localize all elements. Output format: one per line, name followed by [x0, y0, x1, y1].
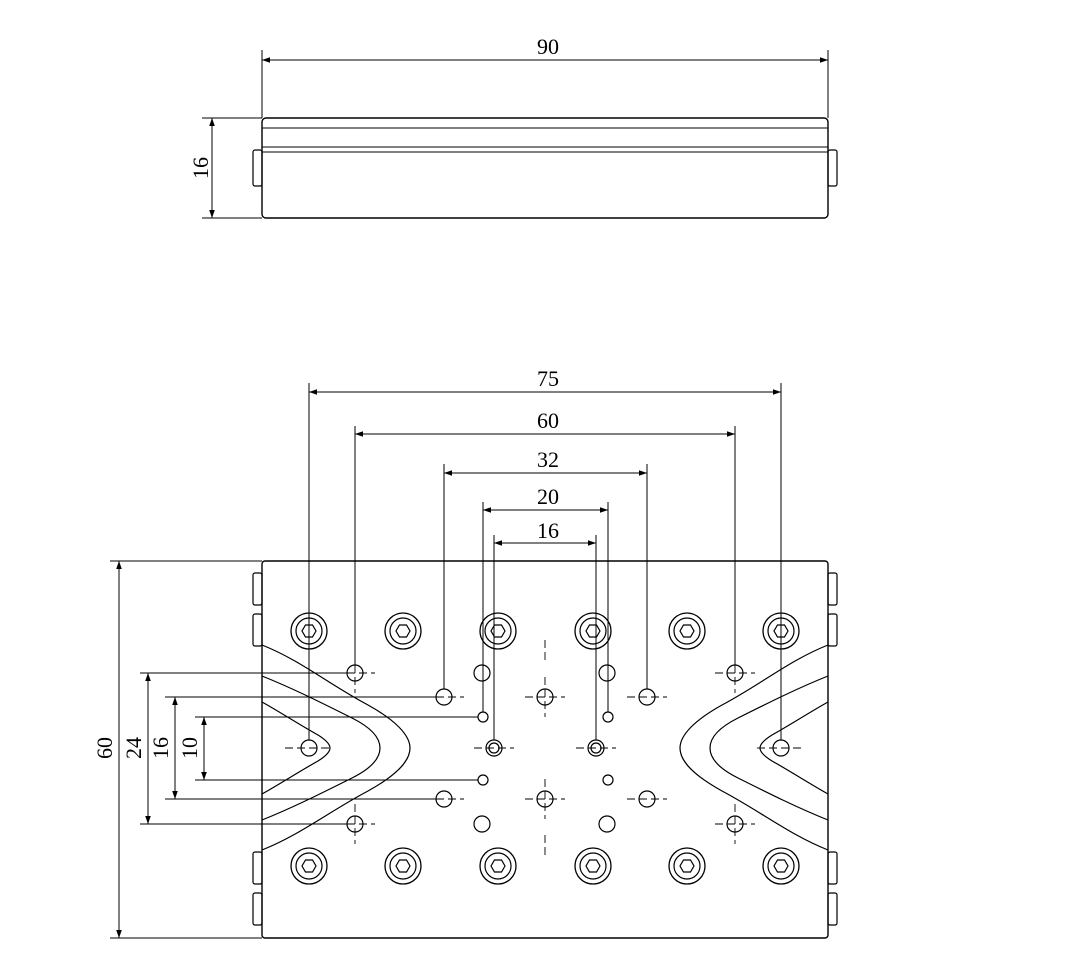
extension-lines: [308, 383, 782, 740]
screw-top-4: [574, 612, 612, 650]
dim-label-16-top: 16: [188, 157, 213, 179]
dim-label-32: 32: [537, 447, 559, 472]
dim-label-60-h: 60: [537, 408, 559, 433]
dim-label-20: 20: [537, 484, 559, 509]
tab-left-2: [252, 613, 263, 647]
right-groove-outer: [679, 644, 829, 851]
left-groove-outer: [261, 644, 411, 851]
top-left-tab: [252, 149, 263, 187]
dim-label-75: 75: [537, 366, 559, 391]
tab-right-4: [827, 892, 838, 926]
front-view-plate: [261, 560, 829, 939]
top-view-body: [261, 117, 829, 219]
dim-label-10: 10: [177, 737, 202, 759]
tab-right-1: [827, 572, 838, 606]
screw-top-2: [384, 612, 422, 650]
dim-label-90: 90: [537, 34, 559, 59]
dim-label-16-v: 16: [148, 737, 173, 759]
screw-bottom-6: [762, 847, 800, 885]
tab-right-2: [827, 613, 838, 647]
vertical-extension-lines: [110, 560, 478, 939]
dim-label-60-v: 60: [92, 737, 117, 759]
screw-bottom-5: [668, 847, 706, 885]
screw-top-3: [479, 612, 517, 650]
tab-left-3: [252, 851, 263, 885]
screw-bottom-3: [479, 847, 517, 885]
dim-label-24: 24: [121, 737, 146, 759]
top-right-tab: [827, 149, 838, 187]
left-groove-inner: [261, 675, 381, 821]
screw-bottom-1: [290, 847, 328, 885]
screw-top-5: [668, 612, 706, 650]
front-view: 75 60 32 20 16 60 24 16 10: [92, 366, 838, 939]
dim-label-16-h: 16: [537, 518, 559, 543]
tab-left-4: [252, 892, 263, 926]
top-view: 90 16: [188, 34, 838, 219]
screw-bottom-2: [384, 847, 422, 885]
screw-bottom-4: [574, 847, 612, 885]
tab-right-3: [827, 851, 838, 885]
left-groove-edge: [261, 701, 331, 795]
tab-left-1: [252, 572, 263, 606]
right-groove-inner: [709, 675, 829, 821]
